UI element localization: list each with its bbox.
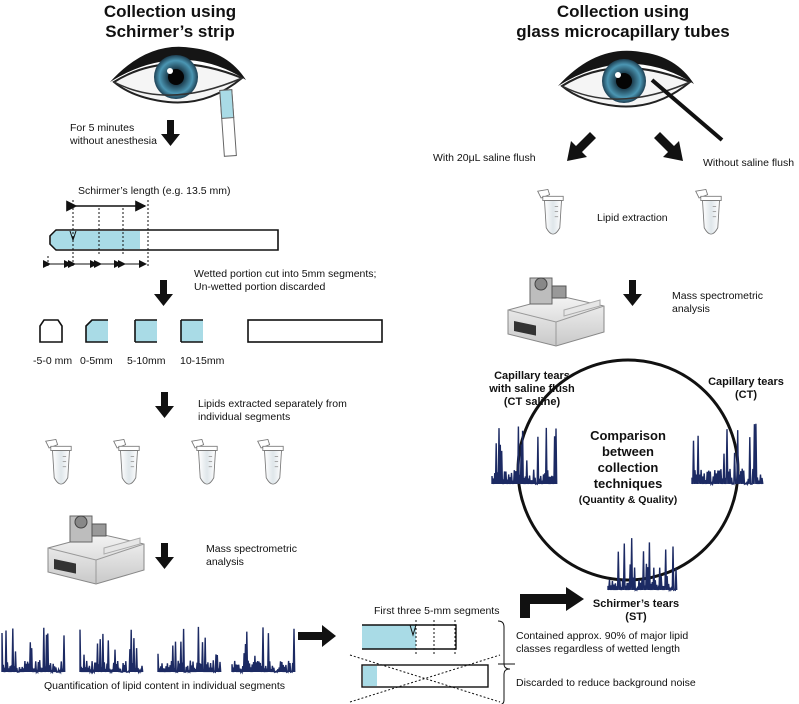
mass-spectrum-plot bbox=[79, 629, 144, 675]
with-flush-label: With 20μL saline flush bbox=[433, 152, 536, 164]
quant-text: Quantification of lipid content in indiv… bbox=[44, 680, 286, 692]
tube-icon bbox=[113, 438, 140, 485]
step1-line2: without anesthesia bbox=[70, 135, 157, 147]
lipid-extraction-label: Lipid extraction bbox=[597, 212, 668, 224]
first-three-label: First three 5-mm segments bbox=[374, 605, 500, 617]
segment-10-15 bbox=[180, 319, 203, 343]
mass-spectrum-plot bbox=[157, 626, 222, 674]
arrow-down-3 bbox=[155, 392, 174, 418]
right-heading-line1: Collection using bbox=[556, 2, 690, 21]
ct-saline-label: Capillary tears with saline flush (CT sa… bbox=[472, 370, 592, 409]
step1-text: For 5 minutes without anesthesia bbox=[70, 122, 157, 148]
mass-spectrum-plot bbox=[491, 426, 558, 486]
st-label: Schirmer’s tears (ST) bbox=[586, 598, 686, 624]
comparison-line1: Comparison bbox=[590, 428, 666, 443]
left-heading-line2: Schirmer’s strip bbox=[105, 22, 235, 41]
extract-line2: individual segments bbox=[198, 411, 291, 423]
ms-right-line2: analysis bbox=[672, 303, 710, 315]
ct-line2: (CT) bbox=[735, 389, 757, 401]
schirmer-length-label: Schirmer’s length (e.g. 13.5 mm) bbox=[78, 185, 231, 197]
comparison-line4: techniques bbox=[593, 476, 663, 491]
ms-right-line1: Mass spectrometric bbox=[672, 290, 764, 302]
comparison-line3: collection bbox=[597, 460, 659, 475]
right-heading-line2: glass microcapillary tubes bbox=[516, 22, 730, 41]
arrow-down-5 bbox=[623, 280, 642, 306]
cut-segments bbox=[39, 319, 383, 343]
ct-label: Capillary tears (CT) bbox=[696, 376, 796, 402]
contained-line2: classes regardless of wetted length bbox=[516, 643, 681, 655]
arrow-down-4 bbox=[155, 543, 174, 569]
seg-label-3: 5-10mm bbox=[127, 355, 166, 367]
tube-icon bbox=[45, 438, 72, 485]
ct-saline-line2: with saline flush bbox=[489, 383, 575, 395]
mass-spectrum-plot bbox=[691, 423, 764, 487]
ct-saline-line1: Capillary tears bbox=[494, 370, 570, 382]
ct-line1: Capillary tears bbox=[708, 376, 784, 388]
step1-line1: For 5 minutes bbox=[70, 122, 135, 134]
arrow-down-2 bbox=[154, 280, 173, 306]
tube-icon bbox=[191, 438, 218, 485]
tube-icon bbox=[257, 438, 284, 485]
ms-left-line2: analysis bbox=[206, 556, 244, 568]
first-three-strip bbox=[362, 620, 457, 654]
mass-spectrometer-icon bbox=[47, 515, 145, 585]
cut-line2: Un-wetted portion discarded bbox=[194, 281, 326, 293]
ct-saline-line3: (CT saline) bbox=[503, 396, 561, 408]
ms-left-line1: Mass spectrometric bbox=[206, 543, 298, 555]
ms-left-text: Mass spectrometric analysis bbox=[206, 543, 297, 569]
seg-label-4: 10-15mm bbox=[180, 355, 225, 367]
without-flush-label: Without saline flush bbox=[703, 157, 795, 169]
contained-text: Contained approx. 90% of major lipid cla… bbox=[516, 630, 688, 656]
arrow-down-1 bbox=[161, 120, 180, 146]
mass-spectrometer-icon bbox=[507, 277, 605, 347]
arrow-diag-left bbox=[567, 132, 596, 161]
mass-spectrum-plot bbox=[607, 538, 678, 593]
comparison-line2: between bbox=[601, 444, 654, 459]
comparison-line5: (Quantity & Quality) bbox=[578, 494, 678, 506]
tube-icon bbox=[695, 188, 722, 235]
discarded-strip bbox=[349, 654, 501, 703]
arrow-bent bbox=[520, 587, 584, 618]
capillary-tube-icon bbox=[650, 78, 724, 142]
st-line1: Schirmer’s tears bbox=[592, 598, 680, 610]
left-heading: Collection using Schirmer’s strip bbox=[80, 2, 260, 42]
brace bbox=[497, 620, 511, 704]
mass-spectrum-plot bbox=[231, 627, 296, 675]
right-heading: Collection using glass microcapillary tu… bbox=[478, 2, 768, 42]
seg-label-2: 0-5mm bbox=[80, 355, 113, 367]
schirmer-strip-long bbox=[43, 200, 279, 268]
discarded-label: Discarded to reduce background noise bbox=[516, 677, 696, 689]
arrow-right bbox=[298, 625, 336, 647]
segment-5-10 bbox=[134, 319, 157, 343]
seg-label-1: -5-0 mm bbox=[33, 355, 73, 367]
extract-line1: Lipids extracted separately from bbox=[198, 398, 347, 410]
extract-text: Lipids extracted separately from individ… bbox=[198, 398, 347, 424]
cut-line1: Wetted portion cut into 5mm segments; bbox=[194, 268, 377, 280]
segment-0-5 bbox=[85, 319, 108, 343]
spectra-group bbox=[1, 423, 764, 675]
tube-icon bbox=[537, 188, 564, 235]
arrow-diag-right bbox=[654, 132, 683, 161]
mass-spectrum-plot bbox=[1, 627, 66, 675]
left-heading-line1: Collection using bbox=[103, 2, 237, 21]
contained-line1: Contained approx. 90% of major lipid bbox=[516, 630, 689, 642]
ms-right-text: Mass spectrometric analysis bbox=[672, 290, 763, 316]
schirmer-strip-icon bbox=[219, 89, 237, 157]
down-arrows bbox=[154, 120, 642, 569]
segment-unwetted bbox=[247, 319, 383, 343]
st-line2: (ST) bbox=[625, 611, 647, 623]
comparison-text: Comparison between collection techniques… bbox=[558, 428, 698, 508]
cut-text: Wetted portion cut into 5mm segments; Un… bbox=[194, 268, 376, 294]
segment-neg5-0 bbox=[39, 319, 63, 343]
